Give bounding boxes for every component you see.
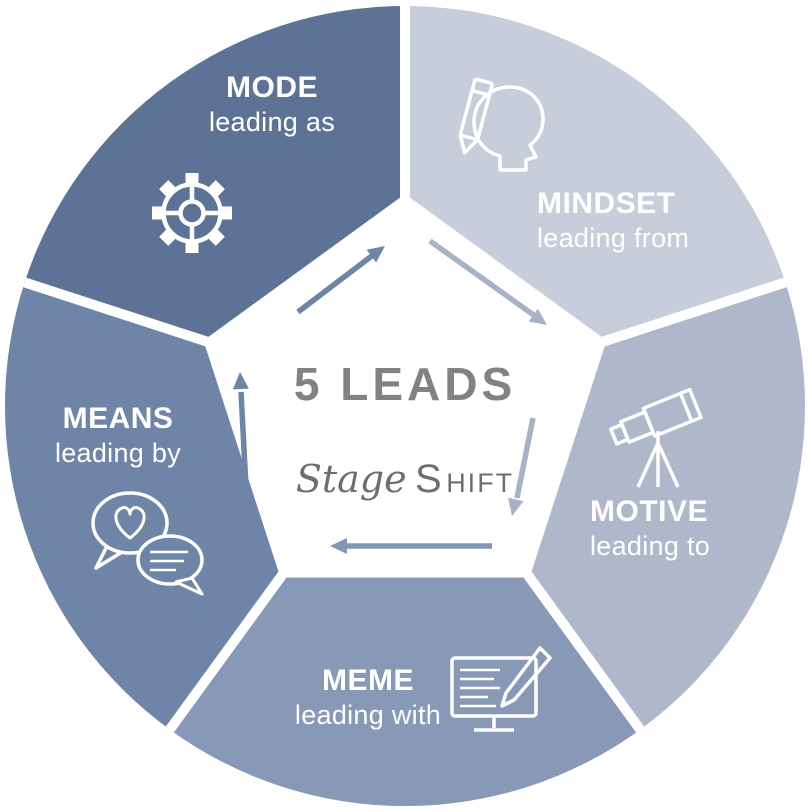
logo-script-part: Stage — [296, 457, 407, 501]
segment-mindset-name: MINDSET — [537, 187, 676, 220]
cycle-arrows — [232, 238, 547, 554]
chat-heart-icon — [91, 491, 204, 596]
tripod-leg-left — [636, 442, 660, 488]
arrow-head — [330, 538, 347, 554]
monitor-pen-icon — [450, 646, 552, 732]
telescope-tube — [609, 387, 703, 446]
arrow-means-to-mode — [232, 372, 250, 507]
pen-part — [500, 646, 552, 708]
head-profile — [472, 85, 545, 172]
segment-means-subtitle: leading by — [55, 438, 181, 468]
telescope-lens-line — [678, 392, 694, 422]
segment-mode-subtitle: leading as — [209, 107, 335, 137]
arrow-shaft — [514, 417, 536, 499]
front-bubble-tail — [174, 576, 204, 596]
back-bubble-tail — [94, 547, 123, 570]
segment-means-name: MEANS — [63, 402, 174, 435]
segment-motive-name: MOTIVE — [590, 495, 708, 528]
arrow-meme-to-means — [330, 538, 492, 554]
arrow-head — [508, 497, 524, 516]
logo-caps-part: HIFT — [446, 468, 514, 498]
gear-hub — [178, 199, 206, 227]
center-title: 5 LEADS — [294, 358, 516, 410]
arrow-shaft — [428, 238, 537, 319]
pencil-body — [458, 77, 494, 141]
segment-meme — [169, 406, 641, 807]
center-pentagon — [203, 194, 607, 578]
telescope-icon — [609, 387, 703, 488]
heart-glyph — [114, 506, 146, 540]
arrow-mindset-to-motive — [428, 238, 547, 325]
arrow-motive-to-meme — [508, 417, 536, 516]
telescope-front — [641, 387, 703, 438]
segment-motive-subtitle: leading to — [590, 531, 710, 561]
arrow-shaft — [296, 252, 375, 315]
logo-caps-s-part: S — [415, 457, 442, 501]
back-bubble — [91, 491, 169, 555]
segment-meme-name: MEME — [322, 664, 414, 697]
pencil-tip — [458, 134, 479, 155]
arrow-head — [366, 246, 385, 263]
arrow-shaft — [238, 391, 250, 507]
stage-shift-logo: Stage S HIFT — [296, 457, 514, 501]
segment-mindset-subtitle: leading from — [537, 223, 689, 253]
arrow-mode-to-mindset — [296, 246, 385, 315]
arrow-head — [528, 308, 547, 325]
arrow-head — [232, 372, 249, 390]
tripod-leg-right — [656, 442, 680, 488]
gear-body — [161, 182, 223, 244]
segment-mode-name: MODE — [226, 71, 318, 104]
segment-meme-subtitle: leading with — [295, 700, 441, 730]
head-pencil-icon — [458, 77, 545, 172]
gear-icon — [152, 173, 232, 253]
